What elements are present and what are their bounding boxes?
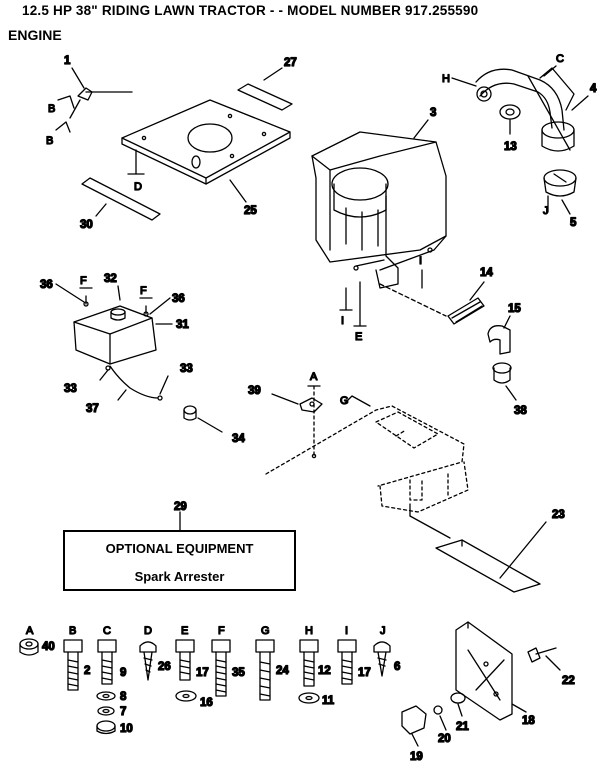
letter-f-1: F — [80, 275, 87, 287]
part-3-engine — [311, 119, 447, 289]
callout-14: 14 — [480, 267, 493, 279]
letter-a: A — [310, 371, 318, 383]
part-13-gasket — [499, 104, 521, 135]
callout-4: 4 — [590, 83, 597, 95]
hw-num-8: 8 — [120, 691, 127, 703]
callout-15: 15 — [508, 303, 521, 315]
callout-33-left: 33 — [64, 383, 77, 395]
hw-num-26: 26 — [158, 661, 171, 673]
callout-23: 23 — [552, 509, 565, 521]
hw-letter-g: G — [261, 625, 270, 637]
callout-18: 18 — [522, 715, 535, 727]
letter-g: G — [340, 395, 349, 407]
hw-num-17b: 17 — [358, 667, 371, 679]
hw-letter-c: C — [103, 625, 111, 637]
parts-19-20-21 — [401, 692, 466, 747]
letter-j: J — [543, 205, 549, 217]
part-30-strip — [81, 177, 161, 221]
hw-num-24: 24 — [276, 665, 289, 677]
letter-i-1: I — [419, 255, 422, 267]
part-39-clip — [271, 385, 323, 459]
section-title: ENGINE — [8, 27, 62, 43]
hw-num-17a: 17 — [196, 667, 209, 679]
callout-32: 32 — [104, 273, 117, 285]
hw-letter-i: I — [345, 625, 348, 637]
part-34-fitting — [183, 405, 223, 433]
callout-36-right: 36 — [172, 293, 185, 305]
callout-37: 37 — [86, 403, 99, 415]
hw-num-10: 10 — [120, 723, 133, 735]
callout-34: 34 — [232, 433, 245, 445]
diagram-title: 12.5 HP 38" RIDING LAWN TRACTOR - - MODE… — [22, 3, 479, 18]
hw-letter-f: F — [218, 625, 225, 637]
callout-1: 1 — [64, 55, 71, 67]
part-27-strip — [237, 67, 293, 111]
hw-num-16: 16 — [200, 697, 213, 709]
callout-19: 19 — [410, 751, 423, 763]
letter-b-1: B — [48, 103, 55, 115]
hw-num-7: 7 — [120, 706, 126, 718]
hw-letter-b: B — [69, 625, 76, 637]
callout-36-left: 36 — [40, 279, 53, 291]
callout-25: 25 — [244, 205, 257, 217]
letter-c: C — [556, 53, 564, 65]
letter-d: D — [134, 181, 142, 193]
callout-29: 29 — [174, 501, 187, 513]
part-15-elbow — [487, 315, 511, 355]
part-18-bracket — [455, 621, 527, 721]
callout-21: 21 — [456, 721, 469, 733]
optional-equipment-box: OPTIONAL EQUIPMENT Spark Arrester — [63, 530, 296, 591]
hw-letter-h: H — [305, 625, 313, 637]
letter-b-2: B — [46, 135, 53, 147]
hw-num-11: 11 — [322, 695, 335, 707]
letter-f-2: F — [140, 285, 147, 297]
callout-27: 27 — [284, 57, 297, 69]
part-5-guard — [543, 169, 577, 215]
callout-13: 13 — [504, 141, 517, 153]
part-1-clamp — [55, 67, 133, 133]
part-37-fuel-line — [99, 365, 169, 401]
hw-num-9: 9 — [120, 667, 126, 679]
part-23-heat-shield — [409, 503, 547, 593]
hw-letter-a: A — [26, 625, 34, 637]
callout-33-right: 33 — [180, 363, 193, 375]
hw-letter-d: D — [144, 625, 152, 637]
callout-22: 22 — [562, 675, 575, 687]
hardware-key-row — [19, 638, 391, 735]
letter-e: E — [355, 331, 362, 343]
optional-equipment-item: Spark Arrester — [134, 569, 225, 584]
tractor-frame-outline — [265, 405, 469, 513]
hw-num-40: 40 — [42, 641, 55, 653]
part-25-mount-plate — [121, 99, 291, 203]
callout-5: 5 — [570, 217, 577, 229]
callout-38: 38 — [514, 405, 527, 417]
letter-h: H — [442, 73, 450, 85]
callout-20: 20 — [438, 733, 451, 745]
hw-num-2: 2 — [84, 665, 90, 677]
callout-31: 31 — [176, 319, 189, 331]
callout-39: 39 — [248, 385, 261, 397]
part-22-bolt — [527, 647, 561, 671]
hw-letter-e: E — [181, 625, 188, 637]
hw-num-12: 12 — [318, 665, 331, 677]
hw-num-6: 6 — [394, 661, 400, 673]
part-14-nipple — [379, 281, 485, 325]
callout-30: 30 — [80, 219, 93, 231]
part-31-fuel-tank — [73, 285, 173, 365]
hw-letter-j: J — [380, 625, 386, 637]
part-38-fitting — [492, 362, 517, 401]
callout-3: 3 — [430, 107, 436, 119]
part-4-muffler — [475, 65, 589, 152]
letter-i-2: I — [341, 315, 344, 327]
optional-equipment-heading: OPTIONAL EQUIPMENT — [105, 541, 254, 556]
hw-num-35: 35 — [232, 667, 245, 679]
